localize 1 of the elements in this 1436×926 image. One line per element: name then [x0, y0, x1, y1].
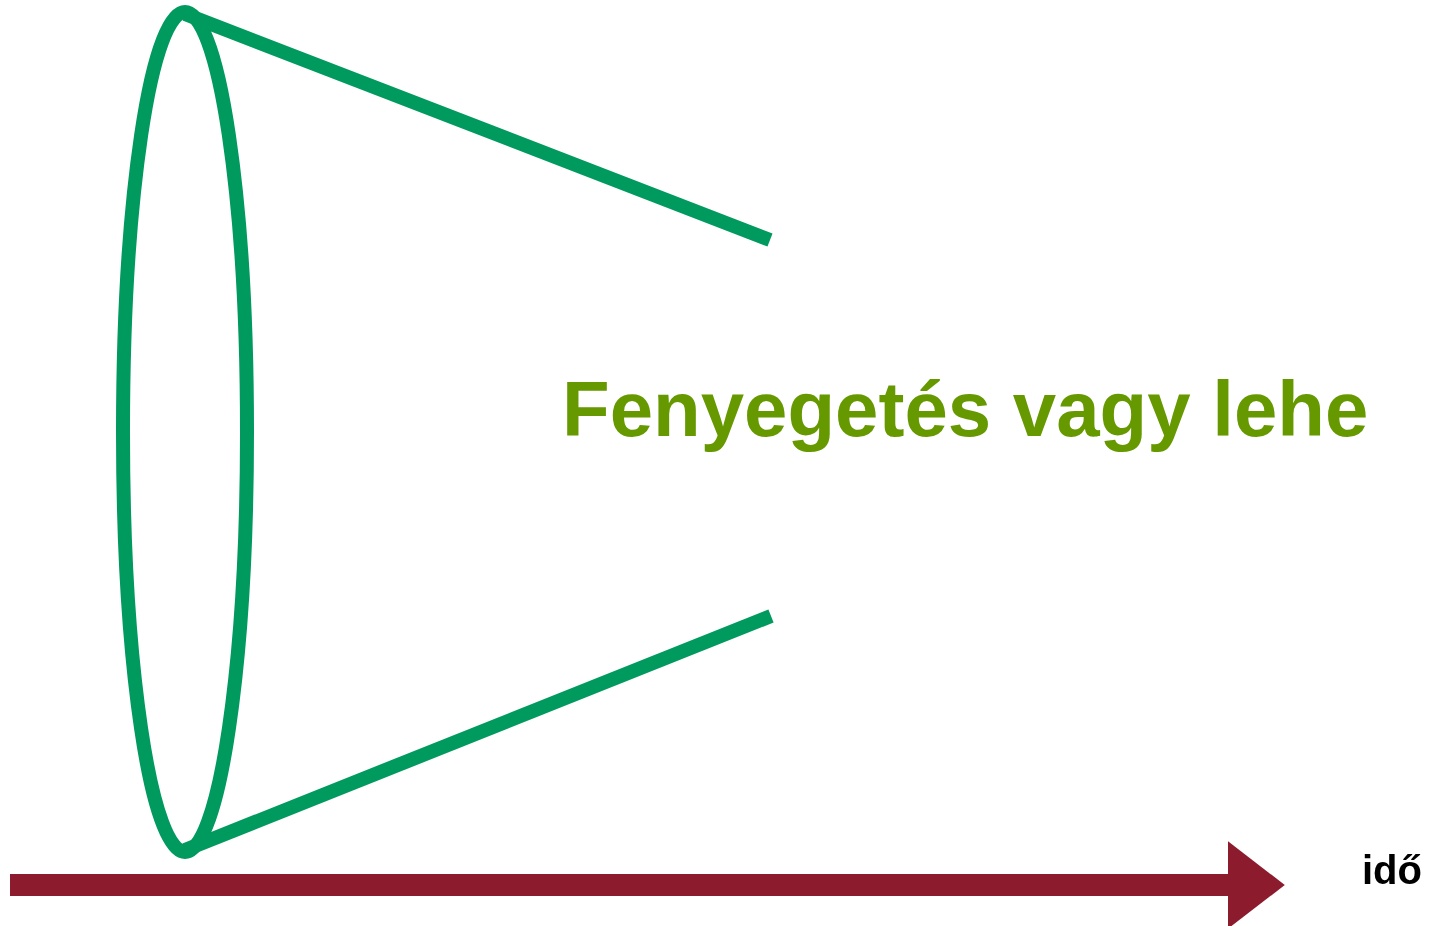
axis-label: idő — [1362, 850, 1422, 890]
